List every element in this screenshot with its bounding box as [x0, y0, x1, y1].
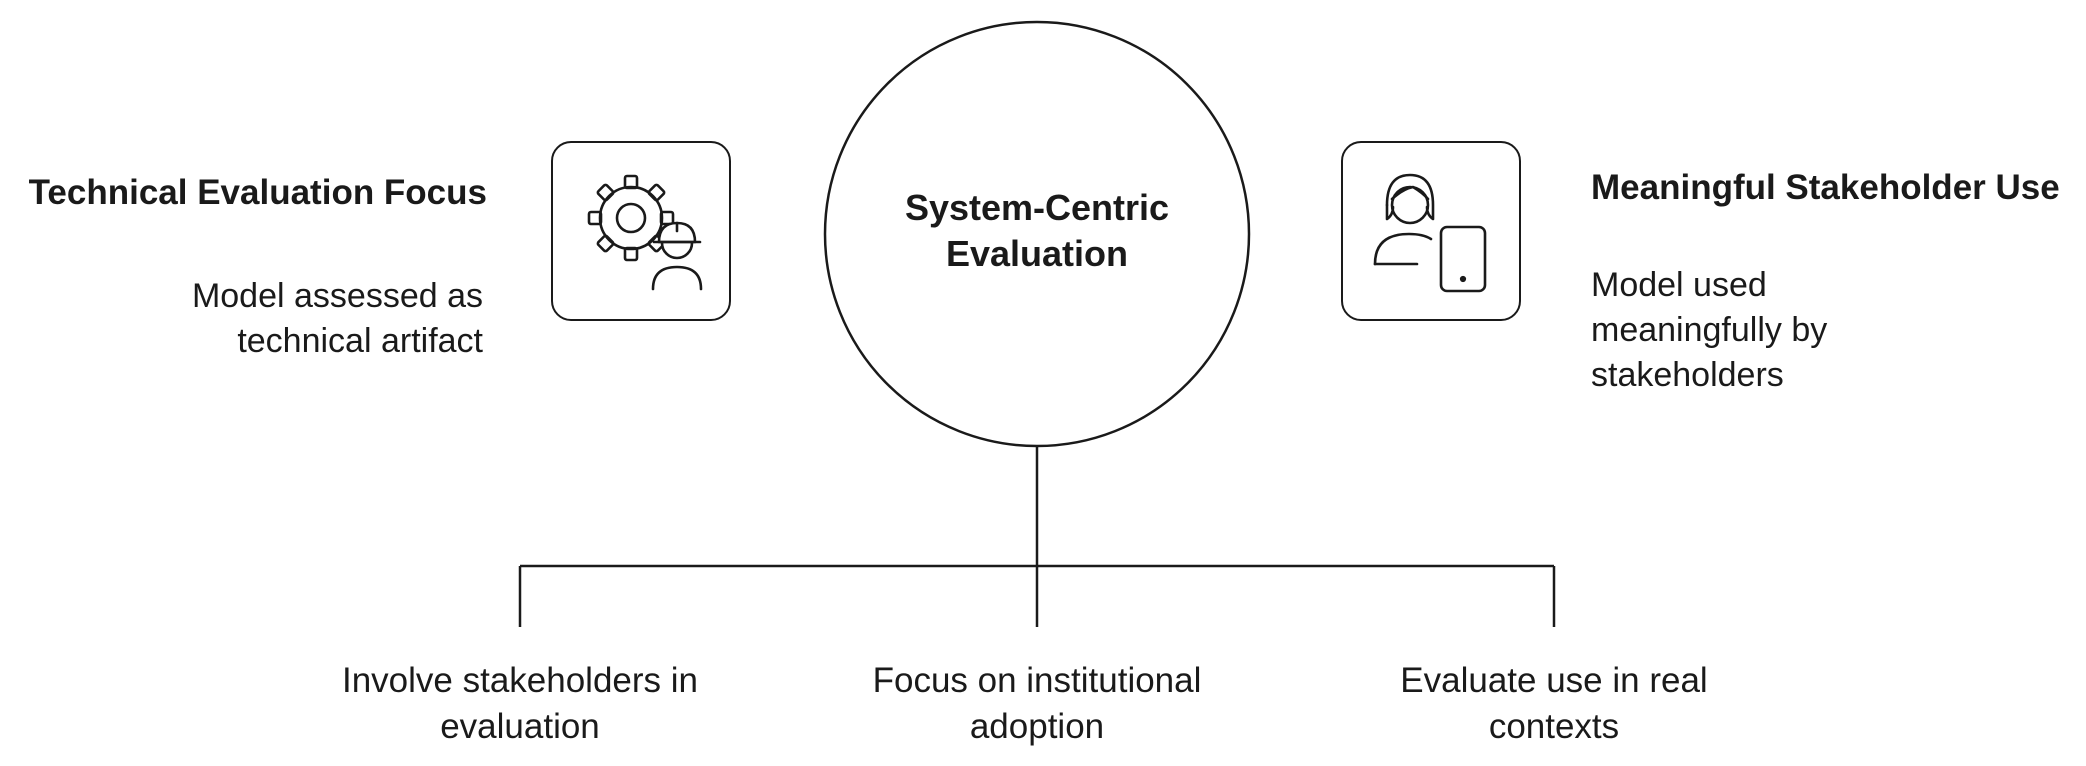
branch-label-institutional: Focus on institutional adoption: [807, 658, 1267, 750]
center-title: System-Centric Evaluation: [837, 185, 1237, 277]
left-description: Model assessed as technical artifact: [192, 274, 483, 364]
branch-label-line1: Evaluate use in real: [1400, 661, 1708, 700]
branch-label-line1: Focus on institutional: [872, 661, 1202, 700]
branch-label-line2: evaluation: [440, 707, 600, 746]
gear-engineer-icon: [587, 174, 703, 291]
branch-label-stakeholders: Involve stakeholders in evaluation: [290, 658, 750, 750]
center-title-line1: System-Centric: [904, 187, 1170, 228]
right-desc-line1: Model used: [1591, 266, 1767, 304]
branch-label-line1: Involve stakeholders in: [341, 661, 699, 700]
right-description: Model used meaningfully by stakeholders: [1591, 263, 1827, 398]
technical-icon-box: [551, 141, 731, 321]
stakeholder-icon-box: [1341, 141, 1521, 321]
branch-label-line2: adoption: [969, 707, 1105, 746]
left-desc-line2: technical artifact: [237, 322, 483, 360]
right-desc-line3: stakeholders: [1591, 356, 1784, 394]
right-desc-line2: meaningfully by: [1591, 311, 1828, 349]
branch-label-real-contexts: Evaluate use in real contexts: [1324, 658, 1784, 750]
left-desc-line1: Model assessed as: [191, 277, 483, 315]
person-tablet-icon: [1373, 173, 1487, 293]
left-title: Technical Evaluation Focus: [28, 173, 487, 212]
branch-label-line2: contexts: [1488, 707, 1620, 746]
center-title-line2: Evaluation: [945, 233, 1129, 274]
right-title: Meaningful Stakeholder Use: [1591, 168, 2060, 207]
